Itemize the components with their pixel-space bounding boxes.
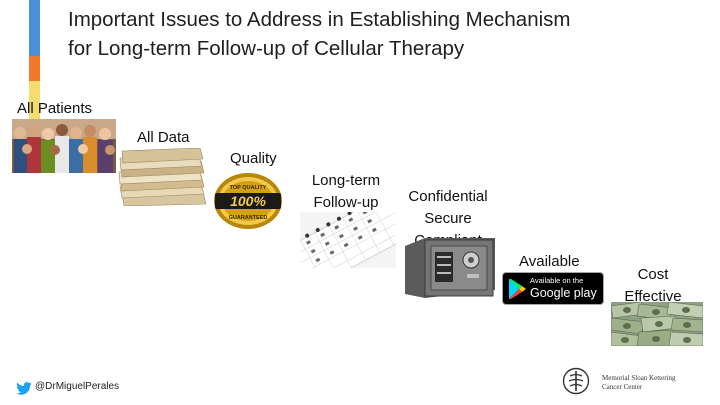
accent-bar-orange — [29, 56, 40, 81]
label-secure: Secure — [398, 208, 498, 230]
msk-emblem-icon — [562, 367, 590, 395]
badge-bottom-text: GUARANTEED — [229, 215, 268, 221]
label-all-data: All Data — [137, 127, 190, 149]
google-play-line2: Google play — [530, 286, 597, 300]
label-long-term-follow-up: Long-term Follow-up — [300, 170, 392, 214]
slide-title-line2: for Long-term Follow-up of Cellular Ther… — [68, 34, 708, 63]
twitter-icon — [16, 382, 32, 395]
badge-top-text: TOP QUALITY — [230, 185, 267, 191]
label-quality: Quality — [230, 148, 277, 170]
label-long-term-line2: Follow-up — [300, 192, 392, 214]
label-confidential: Confidential — [398, 186, 498, 208]
label-available: Available — [519, 251, 580, 273]
accent-bar-blue — [29, 0, 40, 56]
money-pile-image — [611, 302, 703, 346]
quality-badge: TOP QUALITY 100% GUARANTEED — [213, 172, 283, 230]
label-all-patients: All Patients — [17, 98, 92, 120]
google-play-badge[interactable]: Available on the Google play — [502, 272, 604, 305]
google-play-line1: Available on the — [530, 276, 583, 285]
google-play-icon — [507, 278, 527, 300]
data-folders-image — [118, 148, 208, 206]
slide-title-line1: Important Issues to Address in Establish… — [68, 5, 708, 34]
msk-logo: Memorial Sloan Kettering Cancer Center — [562, 367, 712, 397]
safe-image — [405, 238, 495, 298]
twitter-handle[interactable]: @DrMiguelPerales — [35, 381, 119, 392]
msk-org-line1: Memorial Sloan Kettering — [602, 374, 675, 383]
patients-photo — [12, 119, 116, 173]
slide-title: Important Issues to Address in Establish… — [68, 5, 708, 63]
msk-org-line2: Cancer Center — [602, 383, 642, 392]
badge-percent: 100% — [230, 193, 266, 209]
label-cost: Cost — [615, 264, 691, 286]
calendar-image — [300, 212, 396, 268]
label-long-term-line1: Long-term — [300, 170, 392, 192]
